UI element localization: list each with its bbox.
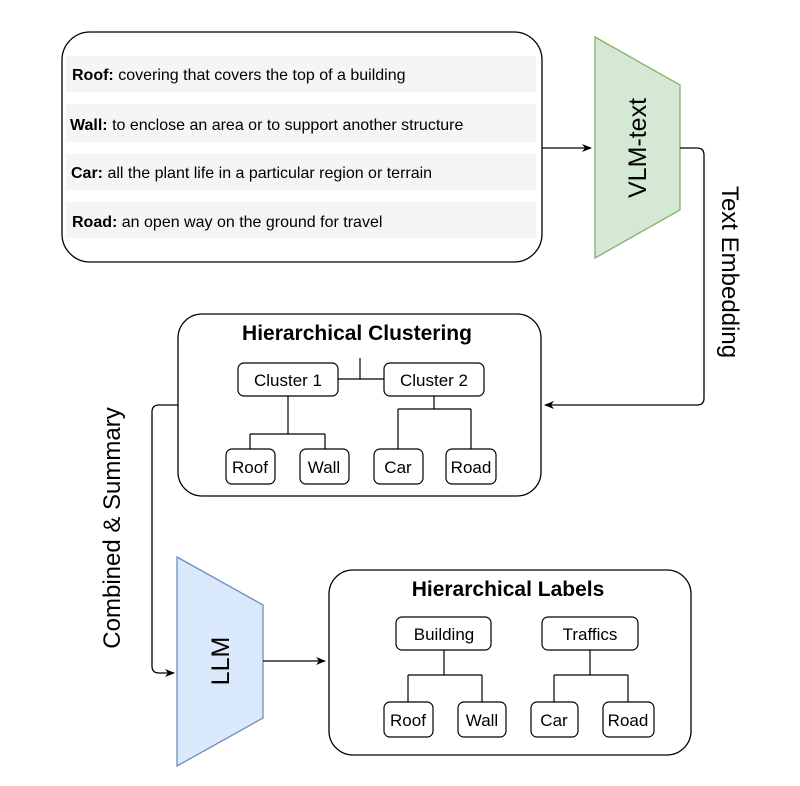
label-parent-text: Traffics [563,625,618,644]
embedding-connector [544,147,705,409]
definition-row-bg [66,154,536,190]
definition-row-road: Road: an open way on the ground for trav… [66,202,536,238]
clustering-leaf-wall: Wall [299,448,350,485]
label-parent-traffics: Traffics [541,616,639,651]
labels-leaf-wall: Wall [457,701,507,738]
definition-row-wall: Wall: to enclose an area or to support a… [66,104,536,142]
cluster-node-2: Cluster 2 [383,362,485,397]
svg-text:Car: all the plant life in a p: Car: all the plant life in a particular … [71,165,432,182]
definition-row-bg [66,56,536,92]
definition-text: all the plant life in a particular regio… [103,165,432,182]
definition-term: Car: [71,165,103,182]
clustering-box: Hierarchical Clustering Cluster 1 Cluste… [177,313,542,497]
clustering-title: Hierarchical Clustering [242,322,472,345]
definition-text: to enclose an area or to support another… [108,117,464,134]
clustering-leaf-road: Road [445,448,497,485]
labels-title: Hierarchical Labels [412,578,605,601]
definitions-box: Roof: covering that covers the top of a … [61,31,543,263]
labels-leaf-car: Car [530,701,579,738]
llm-label: LLM [207,637,235,686]
svg-text:Road: an open way on the groun: Road: an open way on the ground for trav… [72,214,382,231]
definition-term: Wall: [70,117,108,134]
cluster-node-label: Cluster 1 [254,371,322,390]
labels-leaf-road: Road [602,701,655,738]
clustering-tree-lines [249,358,472,449]
text-embedding-label: Text Embedding [716,186,743,358]
labels-box: Hierarchical Labels Building Traffics Ro… [328,569,692,756]
leaf-label: Road [608,711,649,730]
combined-summary-label: Combined & Summary [99,407,126,648]
label-parent-building: Building [395,616,492,651]
leaf-label: Car [540,711,568,730]
definition-term: Road: [72,214,117,231]
definition-row-roof: Roof: covering that covers the top of a … [66,56,536,92]
svg-text:Roof: covering that covers the: Roof: covering that covers the top of a … [72,67,406,84]
leaf-label: Roof [390,711,426,730]
leaf-label: Wall [308,458,340,477]
definition-text: an open way on the ground for travel [117,214,382,231]
definition-row-bg [66,202,536,238]
vlm-text-block: VLM-text [594,35,681,260]
definition-row-car: Car: all the plant life in a particular … [66,154,536,190]
leaf-label: Road [451,458,492,477]
svg-text:Wall: to enclose an area or to: Wall: to enclose an area or to support a… [70,117,463,134]
label-parent-text: Building [414,625,475,644]
definition-term: Roof: [72,67,114,84]
summary-connector [151,404,178,677]
leaf-label: Wall [466,711,498,730]
vlm-text-label: VLM-text [624,98,652,198]
leaf-label: Roof [232,458,268,477]
definition-row-bg [66,104,536,142]
clustering-leaf-roof: Roof [225,448,276,485]
cluster-node-label: Cluster 2 [400,371,468,390]
definition-text: covering that covers the top of a buildi… [114,67,406,84]
labels-tree-lines [407,650,629,702]
leaf-label: Car [384,458,412,477]
labels-leaf-roof: Roof [383,701,434,738]
clustering-leaf-car: Car [373,448,424,485]
llm-block: LLM [176,555,264,768]
cluster-node-1: Cluster 1 [237,362,339,397]
